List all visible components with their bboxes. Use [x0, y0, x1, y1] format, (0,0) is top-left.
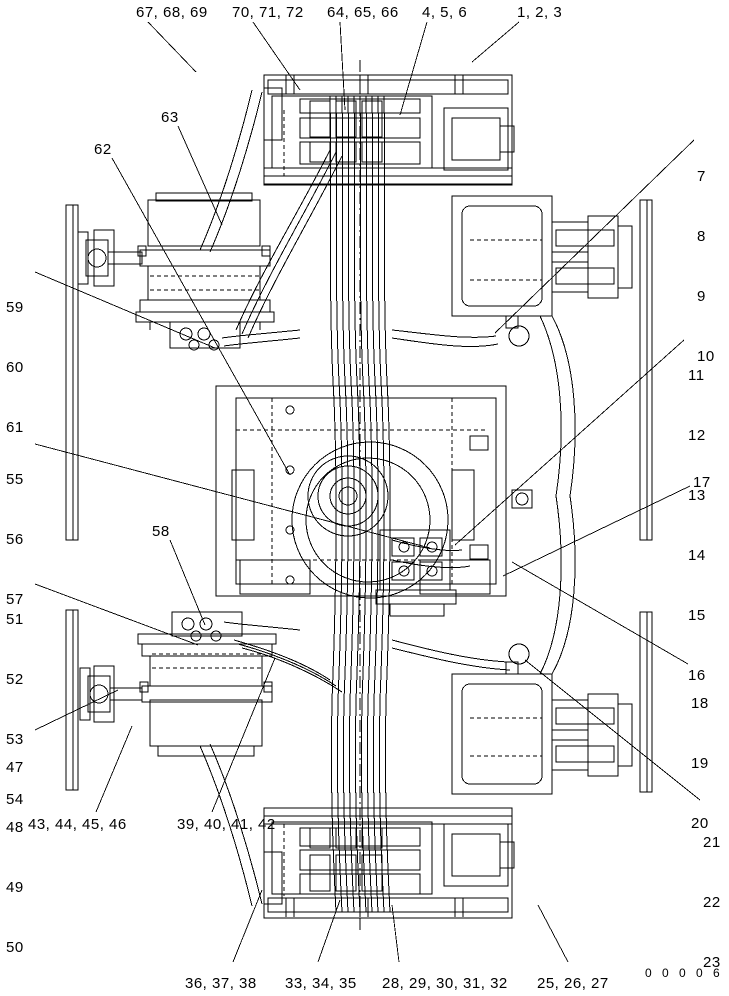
hidden-lines [150, 110, 542, 896]
callout-28-29-30-31-32: 28, 29, 30, 31, 32 [382, 975, 508, 992]
right-track-assembly [451, 195, 633, 795]
bottom-assembly [263, 807, 515, 919]
callout-43-44-45-46: 43, 44, 45, 46 [28, 816, 127, 833]
document-code: 0 0 0 0 6 8 8 6 [645, 966, 724, 980]
hose-branches-left [221, 149, 343, 693]
callout-70-71-72: 70, 71, 72 [232, 4, 304, 21]
callout-4-5-6: 4, 5, 6 [422, 4, 468, 21]
callout-58: 58 [152, 523, 170, 540]
swing-circle [291, 441, 449, 599]
callout-17: 17 [693, 474, 711, 491]
callout-67-68-69: 67, 68, 69 [136, 4, 208, 21]
callout-33-34-35: 33, 34, 35 [285, 975, 357, 992]
left-upper-drum [77, 192, 275, 351]
callout-21-22-23-24: 21 22 23 24 [703, 834, 721, 971]
leader-lines [34, 21, 701, 963]
callout-59-60-61: 59 60 61 [6, 299, 24, 436]
callout-47-48-49-50: 47 48 49 50 [6, 759, 24, 956]
left-lower-drum [79, 611, 277, 757]
callout-55-56-57: 55 56 57 [6, 471, 24, 608]
callout-36-37-38: 36, 37, 38 [185, 975, 257, 992]
hose-bundle [329, 95, 391, 913]
callout-7-8-9-10: 7 8 9 10 [697, 168, 715, 365]
callout-39-40-41-42: 39, 40, 41, 42 [177, 816, 276, 833]
callout-63: 63 [161, 109, 179, 126]
hose-branches-right [391, 329, 511, 671]
left-track-assembly [93, 229, 115, 723]
frame-rails [65, 199, 653, 793]
center-valve-cluster [375, 529, 457, 617]
callout-51-52-53-54: 51 52 53 54 [6, 611, 24, 808]
center-body [215, 385, 507, 597]
callout-1-2-3: 1, 2, 3 [517, 4, 563, 21]
callout-11-12-13-14-15-16: 11 12 13 14 15 16 [688, 367, 706, 684]
callout-25-26-27: 25, 26, 27 [537, 975, 609, 992]
top-assembly [263, 74, 515, 186]
callout-62: 62 [94, 141, 112, 158]
fittings [469, 315, 530, 675]
callout-18-19-20: 18 19 20 [691, 695, 709, 832]
callout-64-65-66: 64, 65, 66 [327, 4, 399, 21]
diagonal-struts [199, 89, 263, 907]
